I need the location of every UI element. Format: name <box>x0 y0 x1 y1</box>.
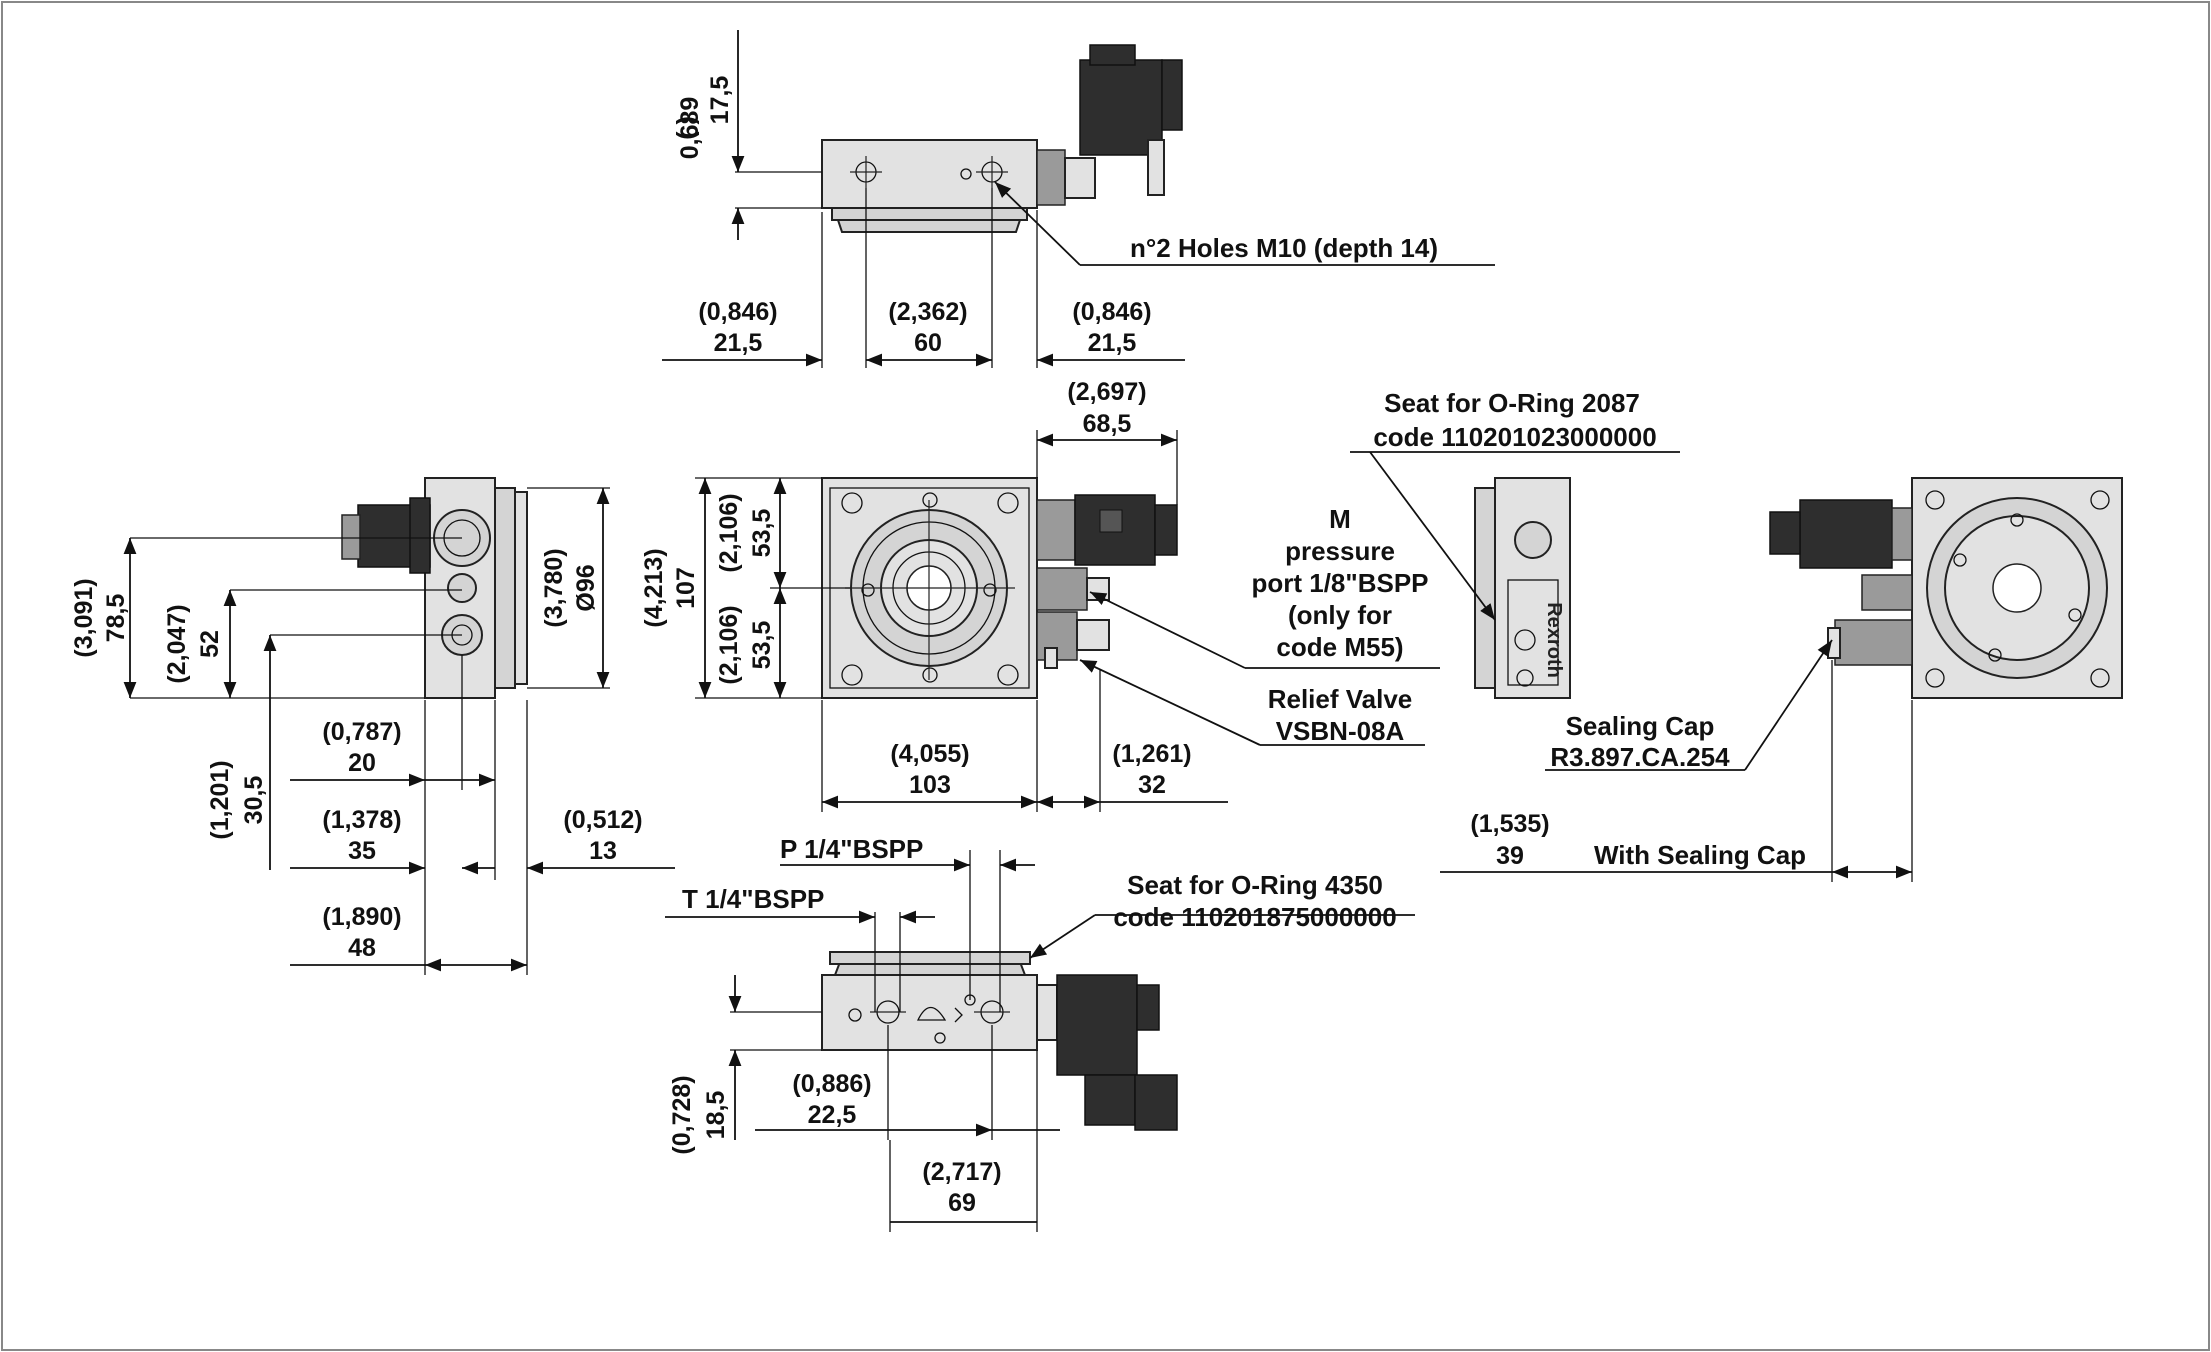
svg-text:(1,378): (1,378) <box>322 806 401 834</box>
top-height-mm: 17,5 <box>706 76 734 125</box>
bottom-view: P 1/4"BSPP T 1/4"BSPP Seat for O-Ring 43… <box>665 834 1415 1232</box>
front-half-upper-mm: 53,5 <box>748 509 776 558</box>
svg-text:(0,886): (0,886) <box>792 1070 871 1098</box>
top-left-mm: 21,5 <box>714 329 763 357</box>
bottom-a-mm: 22,5 <box>808 1101 857 1129</box>
svg-text:(1,535): (1,535) <box>1470 810 1549 838</box>
side-f-inch: 0,512 <box>572 806 635 834</box>
side-diameter-mm: Ø96 <box>572 564 600 611</box>
svg-text:(2,106): (2,106) <box>715 605 743 684</box>
sealing-cap-line2: R3.897.CA.254 <box>1550 742 1730 772</box>
front-valve-inch: 1,261 <box>1121 740 1184 768</box>
relief-valve-line1: Relief Valve <box>1268 684 1413 714</box>
svg-text:(3,780): (3,780) <box>540 548 568 627</box>
front-height-mm: 107 <box>672 567 700 609</box>
side-d-inch: 0,787 <box>331 718 394 746</box>
top-right-mm: 21,5 <box>1088 329 1137 357</box>
side-a-mm: 78,5 <box>102 594 130 643</box>
side-c-mm: 30,5 <box>240 776 268 825</box>
front-width-mm: 103 <box>909 771 951 799</box>
oring-2087-line1: Seat for O-Ring 2087 <box>1384 388 1640 418</box>
top-mid-inch: 2,362 <box>897 298 960 326</box>
svg-text:0,689: 0,689 <box>676 97 704 160</box>
svg-text:(1,201): (1,201) <box>206 760 234 839</box>
oring-4350-line2: code 110201875000000 <box>1113 902 1396 932</box>
side-view: (3,091) 78,5 (2,047) 52 (1,201) 30,5 (3,… <box>70 477 675 975</box>
side-c-inch: 1,201 <box>206 769 234 832</box>
oring-4350-line1: Seat for O-Ring 4350 <box>1127 870 1383 900</box>
svg-text:(3,091): (3,091) <box>70 578 98 657</box>
side-a-inch: 3,091 <box>70 587 98 650</box>
front-height-inch: 4,213 <box>640 557 668 620</box>
relief-valve-line2: VSBN-08A <box>1276 716 1405 746</box>
front-coil-mm: 68,5 <box>1083 410 1132 438</box>
bottom-b-mm: 69 <box>948 1189 976 1217</box>
svg-text:(2,697): (2,697) <box>1067 378 1146 406</box>
svg-text:(4,213): (4,213) <box>640 548 668 627</box>
cap-inch: 1,535 <box>1479 810 1542 838</box>
svg-text:(0,728): (0,728) <box>668 1075 696 1154</box>
svg-text:(2,717): (2,717) <box>922 1158 1001 1186</box>
rexroth-plate: Rexroth <box>1543 602 1565 678</box>
top-right-inch: 0,846 <box>1081 298 1144 326</box>
oring-2087-line2: code 110201023000000 <box>1373 422 1656 452</box>
side-label-view: Rexroth Seat for O-Ring 2087 code 110201… <box>1251 388 1680 746</box>
svg-text:(2,106): (2,106) <box>715 493 743 572</box>
svg-text:(0,787): (0,787) <box>322 718 401 746</box>
side-diameter-inch: 3,780 <box>540 557 568 620</box>
t-port-label: T 1/4"BSPP <box>682 884 824 914</box>
side-b-mm: 52 <box>196 630 224 658</box>
top-height-inch: 0,689 <box>676 97 704 160</box>
side-d-mm: 20 <box>348 749 376 777</box>
svg-text:(1,261): (1,261) <box>1112 740 1191 768</box>
p-port-label: P 1/4"BSPP <box>780 834 923 864</box>
cap-mm: 39 <box>1496 842 1524 870</box>
front-view: (2,697) 68,5 (4,213) 107 (2,106) 53,5 (2… <box>640 378 1440 812</box>
side-f-mm: 13 <box>589 837 617 865</box>
svg-text:(1,890): (1,890) <box>322 903 401 931</box>
svg-text:(0,846): (0,846) <box>698 298 777 326</box>
svg-text:( ): ( ) <box>672 116 700 140</box>
bottom-height-inch: 0,728 <box>668 1084 696 1147</box>
side-g-inch: 1,890 <box>331 903 394 931</box>
rear-view: Sealing Cap R3.897.CA.254 (1,535) 39 Wit… <box>1440 477 2123 882</box>
front-width-inch: 4,055 <box>899 740 962 768</box>
m-port-line3: port 1/8"BSPP <box>1251 568 1428 598</box>
top-view: 0,689 17,5 ( ) (0,846) 21,5 (2,362) 60 (… <box>662 30 1495 368</box>
bottom-height-mm: 18,5 <box>702 1091 730 1140</box>
top-left-inch: 0,846 <box>707 298 770 326</box>
with-sealing-cap: With Sealing Cap <box>1594 840 1806 870</box>
front-half-lower-mm: 53,5 <box>748 621 776 670</box>
front-half-upper-inch: 2,106 <box>715 502 743 565</box>
sealing-cap-line1: Sealing Cap <box>1566 711 1715 741</box>
m-port-line1: M <box>1329 504 1351 534</box>
svg-text:(4,055): (4,055) <box>890 740 969 768</box>
front-half-lower-inch: 2,106 <box>715 614 743 677</box>
m-port-line2: pressure <box>1285 536 1395 566</box>
bottom-b-inch: 2,717 <box>931 1158 994 1186</box>
side-b-inch: 2,047 <box>163 613 191 676</box>
side-e-inch: 1,378 <box>331 806 394 834</box>
top-mid-mm: 60 <box>914 329 942 357</box>
side-e-mm: 35 <box>348 837 376 865</box>
holes-label: n°2 Holes M10 (depth 14) <box>1130 233 1438 263</box>
svg-text:(2,362): (2,362) <box>888 298 967 326</box>
m-port-line4: (only for <box>1288 600 1392 630</box>
front-valve-mm: 32 <box>1138 771 1166 799</box>
svg-text:(0,846): (0,846) <box>1072 298 1151 326</box>
front-coil-inch: 2,697 <box>1076 378 1139 406</box>
m-port-line5: code M55) <box>1276 632 1403 662</box>
side-g-mm: 48 <box>348 934 376 962</box>
svg-text:(2,047): (2,047) <box>163 604 191 683</box>
svg-text:(0,512): (0,512) <box>563 806 642 834</box>
bottom-a-inch: 0,886 <box>801 1070 864 1098</box>
